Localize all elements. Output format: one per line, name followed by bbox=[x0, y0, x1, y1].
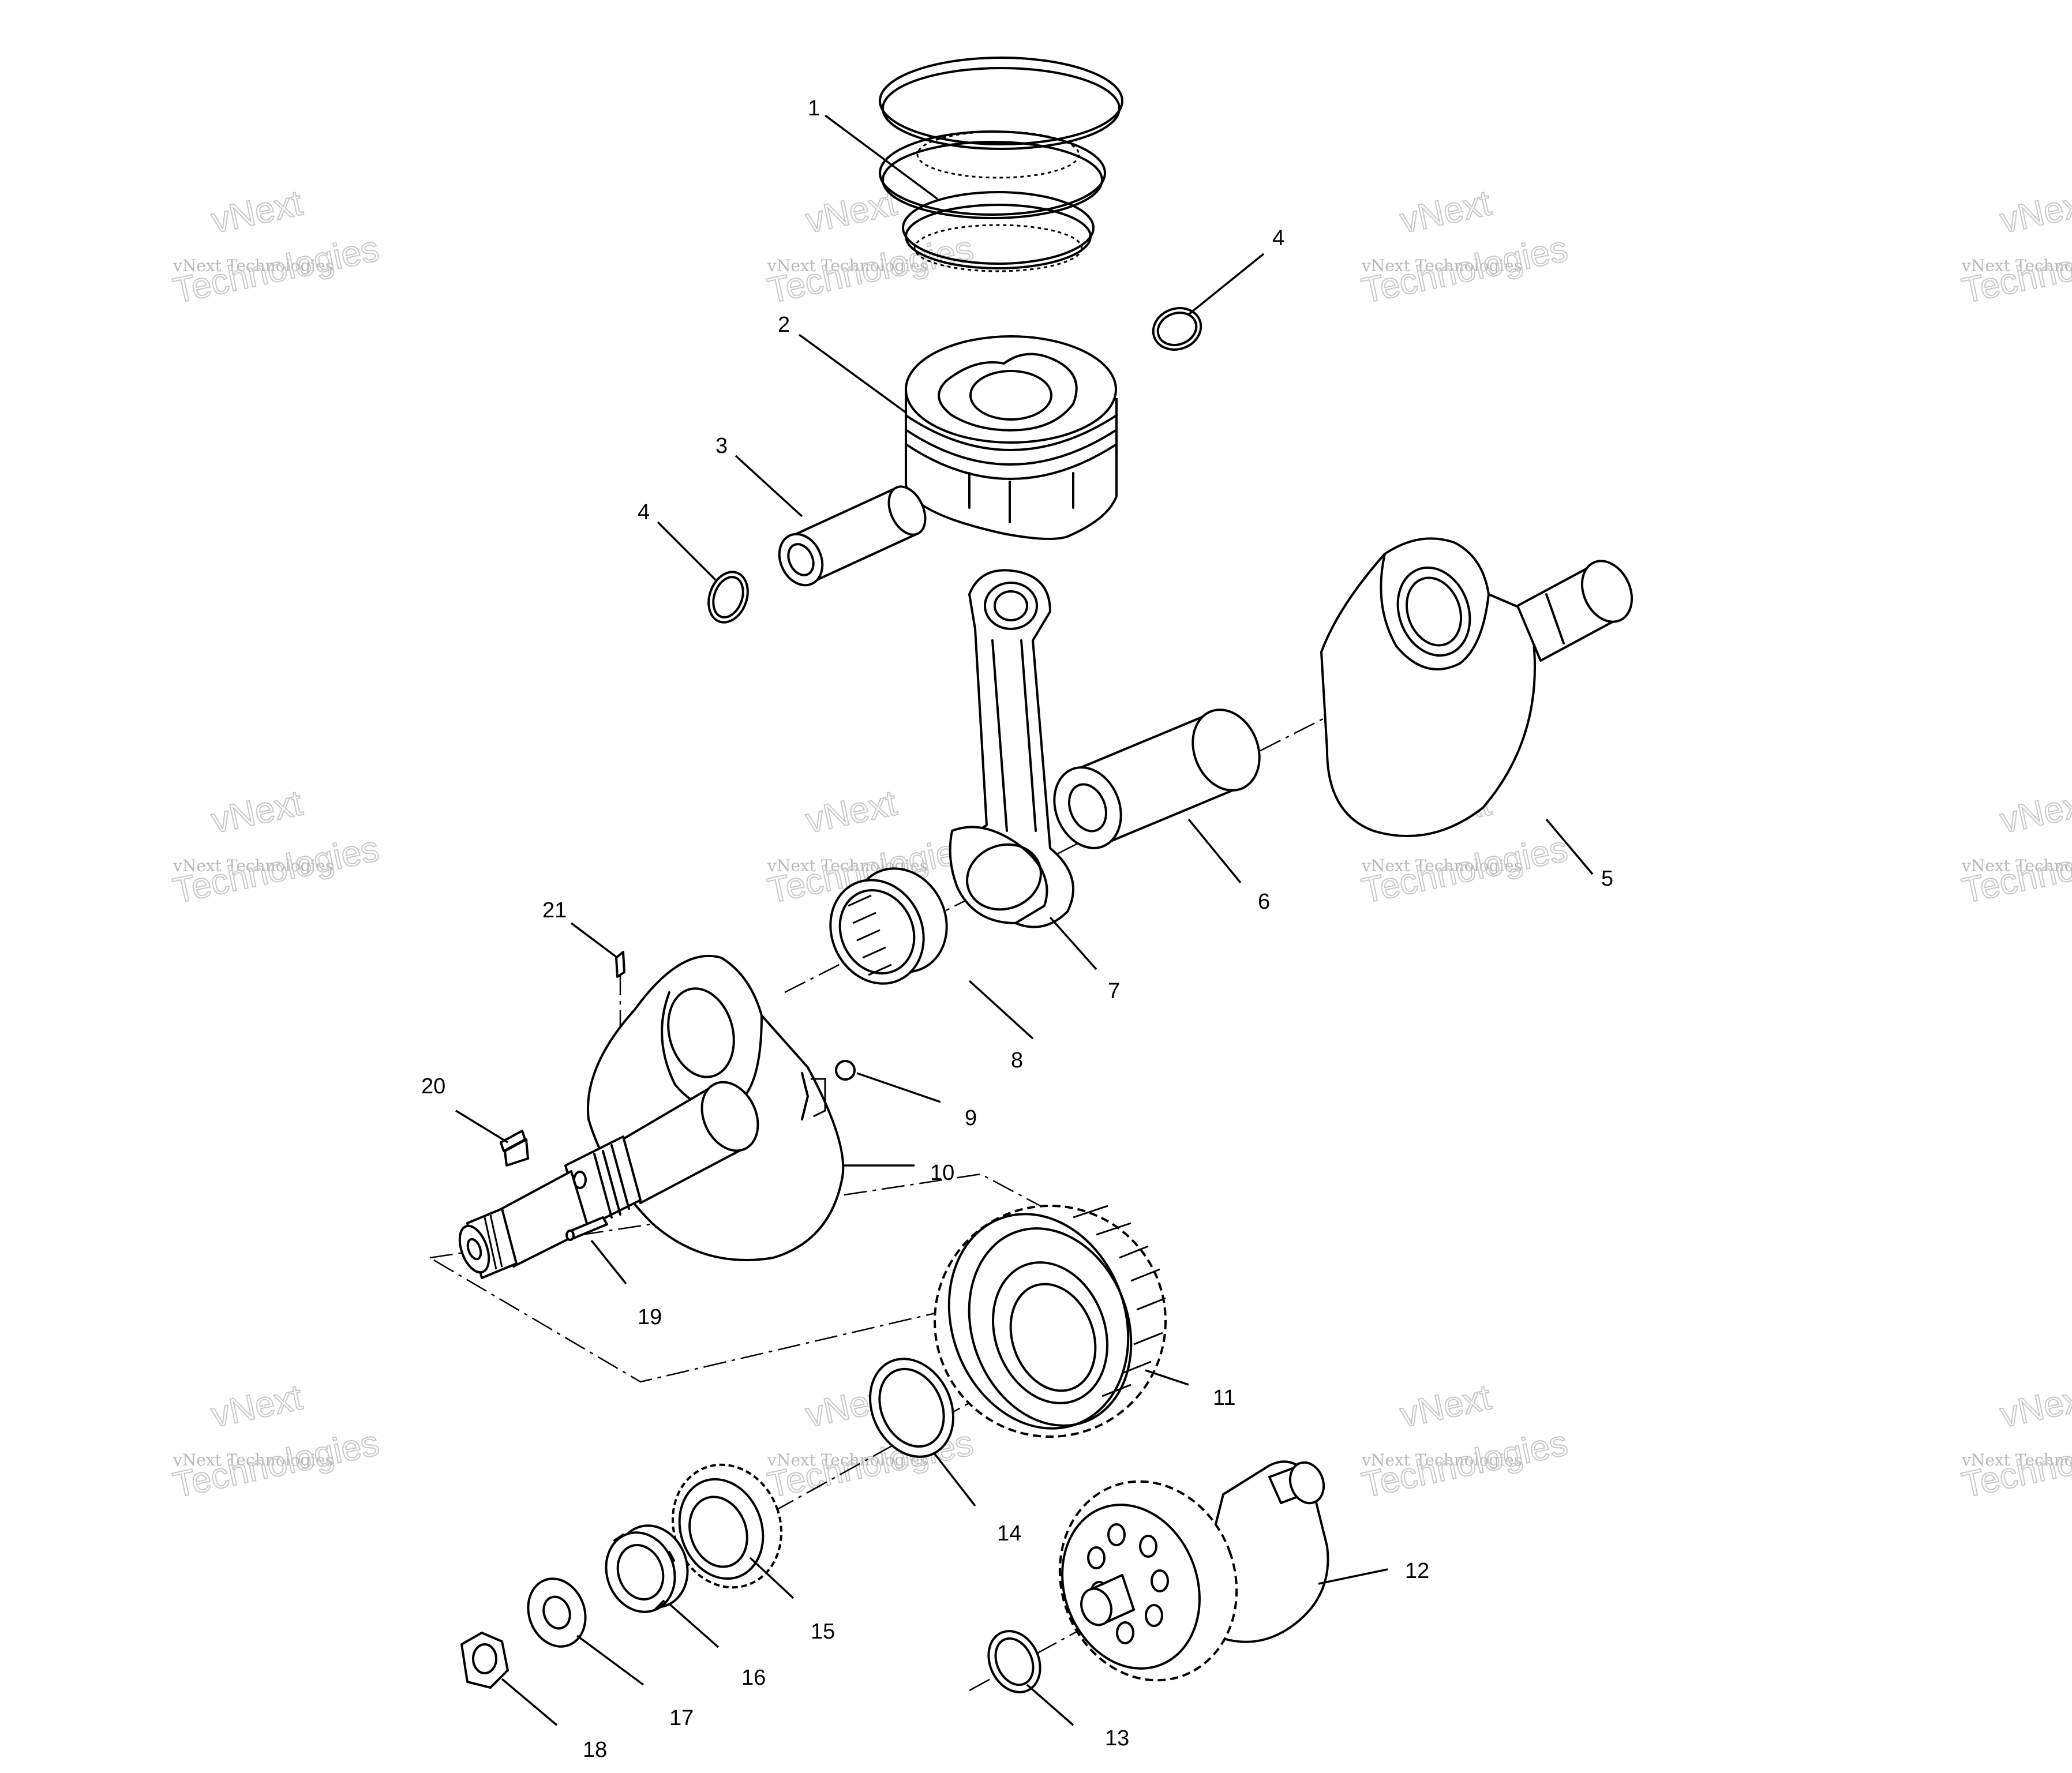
crankshaft-half-right bbox=[1320, 537, 1633, 837]
svg-text:vNext Technologies: vNext Technologies bbox=[1361, 1450, 1522, 1470]
svg-text:vNext: vNext bbox=[803, 183, 900, 241]
callout-4-upper: 4 bbox=[1272, 226, 1284, 250]
pin-19 bbox=[565, 1216, 608, 1241]
svg-text:vNext: vNext bbox=[1397, 183, 1494, 241]
watermark: vNext vNext Technologies Technologies bbox=[1358, 182, 1571, 312]
callout-12: 12 bbox=[1405, 1559, 1429, 1583]
woodruff-key-20 bbox=[500, 1130, 529, 1167]
crank-pin bbox=[1053, 709, 1261, 849]
svg-text:Technologies: Technologies bbox=[1358, 228, 1571, 311]
watermark: vNext vNext Technologies Technologies bbox=[169, 182, 383, 312]
svg-text:Technologies: Technologies bbox=[1958, 1423, 2072, 1505]
leader-lines bbox=[455, 114, 1594, 1726]
balance-shaft-washer bbox=[987, 1630, 1041, 1693]
drive-gear bbox=[934, 1205, 1167, 1438]
thrust-washer bbox=[869, 1358, 954, 1458]
callout-1: 1 bbox=[808, 96, 820, 121]
hex-nut bbox=[460, 1632, 509, 1689]
ball-9 bbox=[835, 1060, 856, 1081]
svg-text:vNext: vNext bbox=[208, 1377, 306, 1435]
callout-6: 6 bbox=[1258, 890, 1270, 914]
svg-text:Technologies: Technologies bbox=[764, 228, 976, 311]
svg-text:vNext Technologies: vNext Technologies bbox=[1361, 256, 1522, 275]
svg-text:Technologies: Technologies bbox=[1358, 1423, 1571, 1505]
timing-gear bbox=[671, 1463, 783, 1589]
svg-text:vNext Technologies: vNext Technologies bbox=[1361, 856, 1522, 875]
callout-13: 13 bbox=[1105, 1726, 1129, 1750]
svg-text:vNext Technologies: vNext Technologies bbox=[173, 256, 334, 275]
callout-21: 21 bbox=[542, 898, 567, 923]
svg-text:vNext Technologies: vNext Technologies bbox=[767, 256, 928, 275]
callout-19: 19 bbox=[638, 1305, 662, 1329]
svg-text:vNext Technologies: vNext Technologies bbox=[1961, 856, 2072, 875]
svg-text:vNext Technologies: vNext Technologies bbox=[173, 1450, 334, 1470]
piston-pin-circlip-upper bbox=[1152, 307, 1202, 351]
svg-text:Technologies: Technologies bbox=[1958, 829, 2072, 911]
svg-text:Technologies: Technologies bbox=[1958, 228, 2072, 311]
svg-text:vNext: vNext bbox=[208, 183, 306, 241]
svg-text:Technologies: Technologies bbox=[170, 228, 382, 311]
piston-pin bbox=[778, 485, 927, 587]
callout-3: 3 bbox=[715, 434, 728, 458]
svg-text:Technologies: Technologies bbox=[1358, 829, 1571, 911]
needle-bearing bbox=[829, 867, 948, 985]
svg-text:vNext: vNext bbox=[803, 783, 900, 841]
callout-20: 20 bbox=[421, 1074, 445, 1099]
watermark: vNext vNext Technologies Technologies bbox=[763, 182, 977, 312]
callout-5: 5 bbox=[1601, 867, 1613, 891]
callout-15: 15 bbox=[811, 1620, 835, 1644]
svg-text:vNext Technologies: vNext Technologies bbox=[1961, 1450, 2072, 1470]
piston bbox=[905, 335, 1118, 540]
svg-text:vNext: vNext bbox=[1997, 783, 2072, 841]
piston-rings bbox=[879, 57, 1123, 272]
callout-9: 9 bbox=[965, 1106, 977, 1130]
callout-10: 10 bbox=[930, 1161, 954, 1185]
callout-14: 14 bbox=[997, 1521, 1021, 1546]
callout-11: 11 bbox=[1213, 1386, 1235, 1410]
callout-8: 8 bbox=[1011, 1048, 1023, 1073]
watermark: vNext vNext Technologies Technologies bbox=[169, 1377, 383, 1506]
callout-2: 2 bbox=[778, 313, 790, 337]
callout-17: 17 bbox=[669, 1706, 694, 1730]
svg-text:vNext: vNext bbox=[1997, 1377, 2072, 1435]
piston-pin-circlip-lower bbox=[707, 571, 749, 624]
watermark: vNext vNext Technologies Technologies bbox=[169, 782, 383, 912]
callout-7: 7 bbox=[1108, 979, 1120, 1003]
svg-text:vNext: vNext bbox=[1397, 1377, 1494, 1435]
balance-shaft bbox=[1058, 1460, 1329, 1682]
svg-text:vNext Technologies: vNext Technologies bbox=[767, 1450, 928, 1470]
svg-text:Technologies: Technologies bbox=[170, 1423, 382, 1505]
watermark: vNext vNext Technologies Technologies bbox=[1958, 782, 2072, 912]
svg-text:vNext: vNext bbox=[208, 783, 306, 841]
flat-washer bbox=[527, 1577, 587, 1648]
woodruff-key-21 bbox=[615, 951, 625, 978]
svg-text:vNext: vNext bbox=[1997, 183, 2072, 241]
connecting-rod bbox=[949, 569, 1074, 928]
watermark: vNext vNext Technologies Technologies bbox=[1958, 182, 2072, 312]
callout-18: 18 bbox=[583, 1738, 607, 1762]
watermark: vNext vNext Technologies Technologies bbox=[1958, 1377, 2072, 1506]
callout-16: 16 bbox=[741, 1666, 766, 1690]
svg-text:Technologies: Technologies bbox=[170, 829, 382, 911]
svg-text:vNext Technologies: vNext Technologies bbox=[173, 856, 334, 875]
callout-4-lower: 4 bbox=[638, 500, 650, 524]
oil-ring-expander bbox=[913, 130, 1083, 272]
crankshaft-half-left bbox=[458, 954, 845, 1279]
watermark: vNext vNext Technologies Technologies bbox=[1358, 1377, 1571, 1506]
svg-text:vNext Technologies: vNext Technologies bbox=[1961, 256, 2072, 275]
slotted-nut bbox=[605, 1524, 689, 1613]
callout-labels: 1 2 3 4 4 5 6 7 8 9 10 11 12 13 14 15 16… bbox=[421, 96, 1613, 1762]
